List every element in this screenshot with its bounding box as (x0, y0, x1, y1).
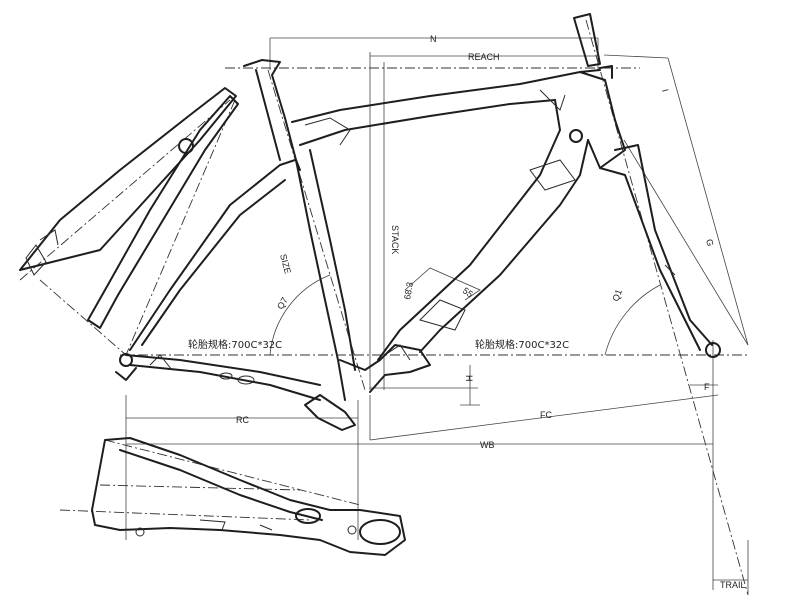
label-size: SIZE (278, 253, 293, 275)
label-i: I (660, 88, 670, 93)
label-stack: STACK (390, 225, 400, 254)
chainstay-part (91, 437, 406, 556)
label-rc: RC (236, 415, 249, 425)
label-fc: FC (540, 410, 552, 420)
seatstay-part (19, 87, 239, 329)
label-reach: REACH (468, 52, 500, 62)
main-frame (115, 13, 626, 431)
label-angle-683: 68.3 (402, 281, 415, 300)
label-tire-spec-right: 轮胎规格:700C*32C (475, 338, 569, 351)
fork (599, 144, 721, 358)
label-tire-spec-left: 轮胎规格:700C*32C (188, 338, 282, 351)
label-trail: TRAIL (720, 580, 746, 590)
dimension-lines (19, 19, 749, 596)
label-angle-55: 55 (461, 285, 475, 299)
label-wb: WB (480, 440, 495, 450)
label-q7: Q7 (275, 296, 290, 311)
label-g: G (704, 238, 715, 247)
label-h: H (464, 375, 474, 382)
label-q1: Q1 (610, 288, 624, 303)
dimension-labels: N REACH STACK SIZE H RC FC WB TRAIL I G … (188, 34, 746, 590)
label-f: F (704, 382, 710, 392)
label-n: N (430, 34, 437, 44)
